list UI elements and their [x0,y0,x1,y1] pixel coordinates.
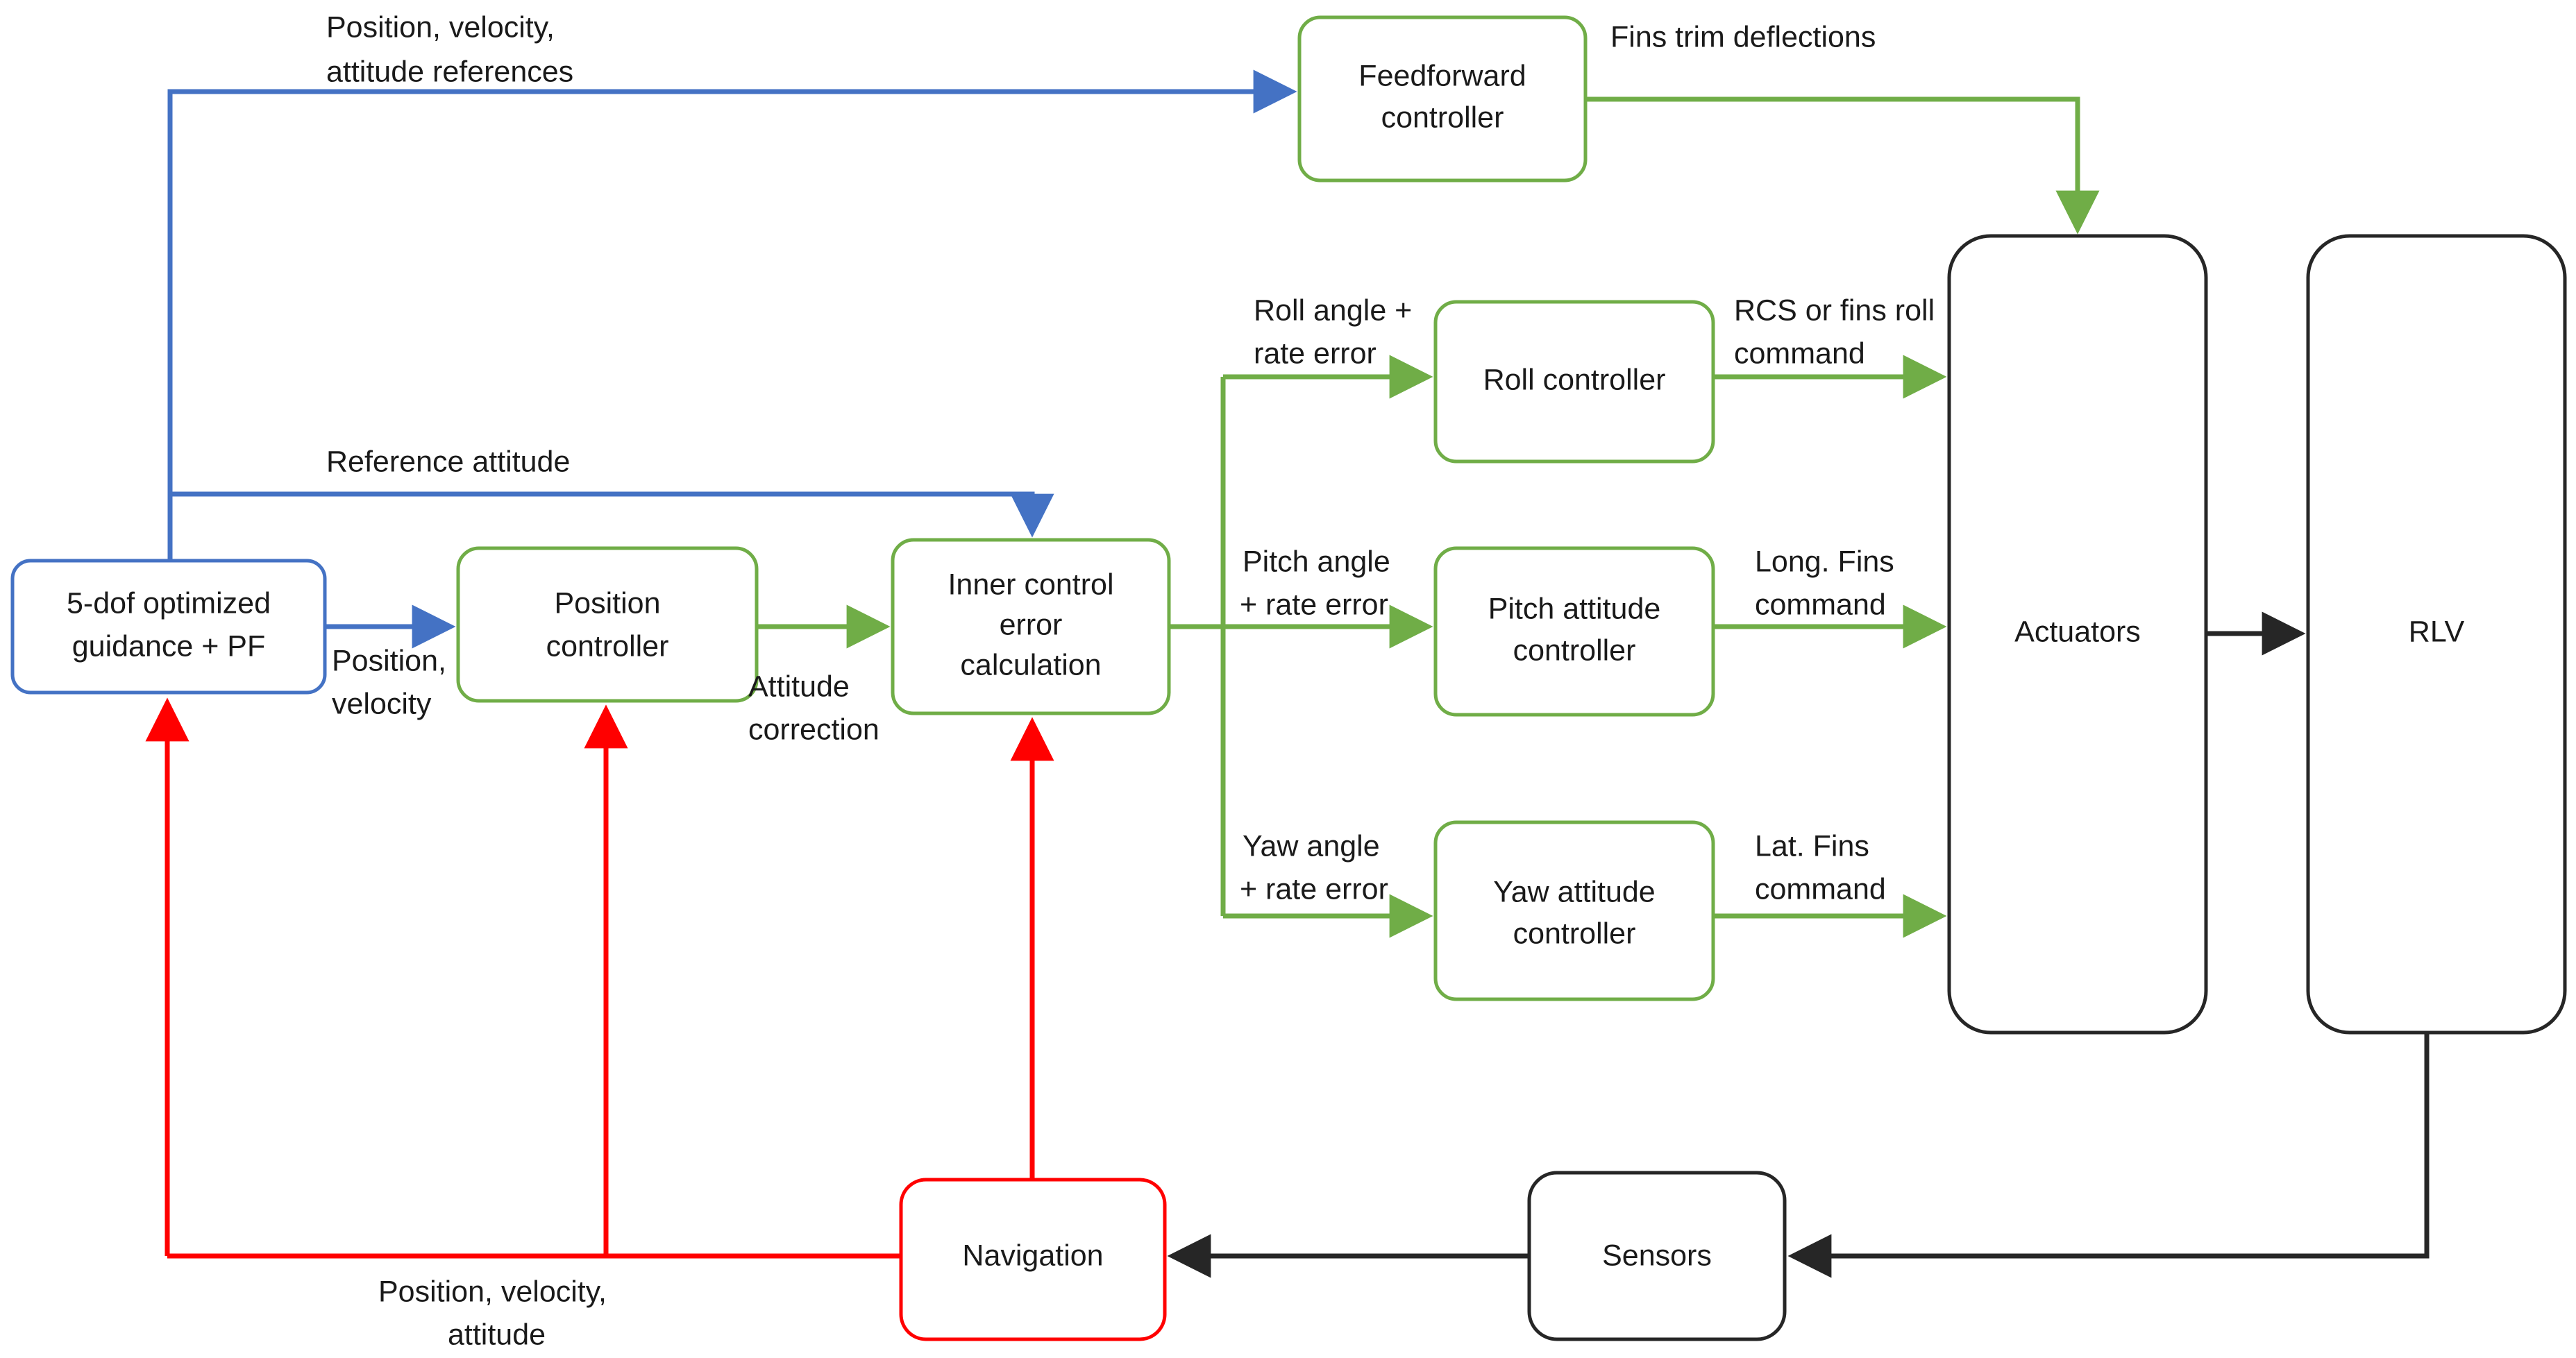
edge-label-rcs-or-fins-roll-command: RCS or fins roll command [1734,294,1935,370]
edge-label-line1: Roll angle + [1254,294,1412,327]
block-position-controller-label-line2: controller [546,629,669,663]
block-pitch-controller-label-line1: Pitch attitude [1488,592,1661,625]
block-rlv[interactable]: RLV [2306,234,2567,1035]
block-pitch-attitude-controller[interactable]: Pitch attitude controller [1433,546,1715,717]
block-sensors-label: Sensors [1602,1239,1712,1272]
edge-label-line1: Lat. Fins [1755,829,1869,863]
edge-label-reference-attitude: Reference attitude [326,445,570,478]
block-inner-error-label-line2: error [1000,608,1063,641]
edge-label-line2: command [1755,588,1886,621]
connector-reference-attitude [170,491,1054,538]
edge-label-line2: attitude [448,1318,546,1351]
edge-label-line2: command [1734,337,1865,370]
edge-label-lat-fins-command: Lat. Fins command [1755,829,1886,906]
edge-label-line2: command [1755,872,1886,906]
edge-label-pitch-angle-rate-error: Pitch angle + rate error [1240,545,1390,621]
block-roll-controller[interactable]: Roll controller [1433,300,1715,464]
connector-rlv-to-sensors [1787,1033,2430,1278]
edge-label-line2: correction [748,713,879,746]
block-inner-error-label-line1: Inner control [948,568,1113,601]
edge-label-line1: Pitch angle [1243,545,1390,578]
edge-label-position-velocity-attitude-references: Position, velocity, attitude references [326,10,573,88]
edge-label-line2: + rate error [1240,872,1388,906]
edge-label-position-velocity-attitude-feedback: Position, velocity, attitude [378,1275,607,1351]
edge-label-line2: + rate error [1240,588,1388,621]
block-guidance[interactable]: 5-dof optimized guidance + PF [10,559,327,695]
block-yaw-controller-label-line1: Yaw attitude [1493,875,1655,908]
edge-label-line1: Fins trim deflections [1610,20,1876,53]
block-position-controller[interactable]: Position controller [456,546,759,703]
edge-label-line1: Position, [332,644,446,677]
edge-label-roll-angle-rate-error: Roll angle + rate error [1254,294,1412,370]
block-inner-control-error-calculation[interactable]: Inner control error calculation [891,538,1171,715]
connector-guidance-to-feedforward [167,69,1297,561]
block-feedforward-label-line1: Feedforward [1358,59,1526,92]
block-yaw-attitude-controller[interactable]: Yaw attitude controller [1433,820,1715,1001]
block-rlv-label: RLV [2409,615,2465,648]
edge-label-yaw-angle-rate-error: Yaw angle + rate error [1240,829,1388,906]
block-pitch-controller-label-line2: controller [1513,634,1636,667]
block-roll-controller-label: Roll controller [1483,363,1666,396]
edge-label-line1: Reference attitude [326,445,570,478]
edge-label-line2: attitude references [326,55,573,88]
edge-label-line1: Position, velocity, [326,10,555,44]
edge-label-line1: Yaw angle [1243,829,1380,863]
block-navigation-label: Navigation [962,1239,1103,1272]
block-sensors[interactable]: Sensors [1527,1171,1787,1341]
edge-label-line1: Position, velocity, [378,1275,607,1308]
block-inner-error-label-line3: calculation [960,648,1101,681]
edge-label-line1: Long. Fins [1755,545,1894,578]
edge-label-line2: rate error [1254,337,1377,370]
edge-label-fins-trim-deflections: Fins trim deflections [1610,20,1876,53]
block-actuators[interactable]: Actuators [1947,234,2208,1035]
block-guidance-label-line1: 5-dof optimized [67,586,271,620]
block-feedforward-controller[interactable]: Feedforward controller [1297,15,1588,183]
block-navigation[interactable]: Navigation [899,1178,1167,1341]
edge-label-position-velocity: Position, velocity [332,644,446,720]
block-actuators-label: Actuators [2014,615,2141,648]
edge-label-attitude-correction: Attitude correction [748,670,879,746]
connector-feedforward-to-actuators [1585,96,2100,235]
edge-label-line1: Attitude [748,670,850,703]
block-feedforward-label-line2: controller [1381,101,1504,134]
block-guidance-label-line2: guidance + PF [72,629,266,663]
edge-label-line1: RCS or fins roll [1734,294,1935,327]
edge-label-line2: velocity [332,687,432,720]
block-yaw-controller-label-line2: controller [1513,917,1636,950]
edge-label-long-fins-command: Long. Fins command [1755,545,1894,621]
block-position-controller-label-line1: Position [555,586,661,620]
